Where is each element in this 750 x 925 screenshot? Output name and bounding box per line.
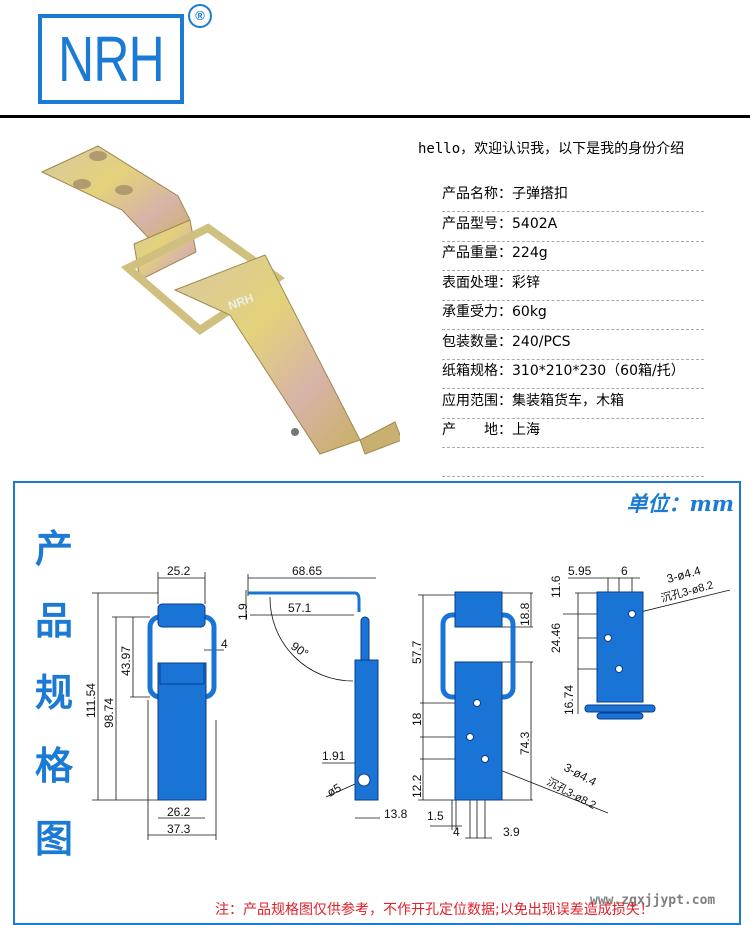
side-title-char: 规 [34, 671, 73, 715]
spec-empty-row [442, 447, 704, 477]
dim-label: 1.5 [427, 809, 444, 823]
plate-view [584, 591, 656, 720]
spec-value: 224g [512, 245, 548, 261]
spec-label: 产品名称： [442, 186, 512, 202]
logo-text: NRH [58, 23, 165, 95]
dim-label: 6 [621, 564, 628, 578]
spec-value: 5402A [512, 215, 558, 232]
side-title-char: 格 [34, 744, 73, 788]
spec-label: 应用范围： [442, 392, 512, 409]
spec-row: 产 地：上海 [442, 418, 704, 448]
dim-label: 11.6 [549, 575, 563, 598]
watermark: www.zgxjjypt.com [590, 893, 716, 908]
dim-label: 4 [453, 825, 460, 839]
spec-row: 纸箱规格：310*210*230（60箱/托） [442, 359, 704, 389]
dim-label: 13.8 [384, 807, 408, 821]
spec-value: 240/PCS [512, 333, 571, 350]
spec-value: 60kg [512, 304, 547, 320]
dim-label: 90° [288, 639, 311, 661]
dim-label: 111.54 [84, 683, 98, 718]
dim-label: 18 [410, 712, 424, 726]
dim-label: 12.2 [410, 774, 424, 798]
spec-label: 承重受力： [442, 304, 512, 320]
dim-label: 24.46 [549, 623, 563, 653]
spec-drawing-panel [13, 481, 741, 925]
spec-label: 纸箱规格： [442, 363, 512, 379]
spec-label: 表面处理： [442, 274, 512, 291]
spec-label: 产 地： [442, 422, 512, 438]
spec-row: 应用范围：集装箱货车，木箱 [442, 389, 704, 419]
dim-label: 1.91 [322, 749, 346, 763]
spec-label: 产品型号： [442, 215, 512, 232]
dim-label: 74.3 [518, 731, 532, 755]
spec-row: 产品型号：5402A [442, 212, 704, 242]
spec-row: 表面处理：彩锌 [442, 271, 704, 301]
disclaimer-note: 注：产品规格图仅供参考，不作开孔定位数据;以免出现误差造成损失！ [215, 902, 654, 918]
unit-label: 单位：mm [626, 491, 734, 516]
registered-mark: ® [188, 4, 212, 28]
spec-value: 上海 [512, 422, 540, 438]
dim-label: 57.1 [288, 601, 312, 615]
side-view [248, 591, 379, 801]
product-photo: NRH [40, 145, 400, 455]
header-divider [0, 115, 750, 118]
dim-label: 68.65 [292, 564, 322, 578]
spec-value: 子弹搭扣 [512, 186, 568, 202]
spec-label: 产品重量： [442, 245, 512, 261]
spec-value: 310*210*230（60箱/托） [512, 363, 685, 379]
side-title-char: 品 [34, 599, 73, 643]
dim-label: 57.7 [410, 640, 424, 664]
spec-label: 包装数量： [442, 333, 512, 350]
dim-label: 25.2 [167, 564, 191, 578]
side-title-char: 产 [34, 527, 73, 571]
spec-value: 彩锌 [512, 274, 540, 291]
spec-row: 承重受力：60kg [442, 300, 704, 330]
dim-label: 1.9 [236, 603, 250, 620]
dim-label: 16.74 [562, 685, 576, 715]
nrh-logo: NRH [38, 14, 184, 104]
dim-label: 26.2 [167, 805, 191, 819]
spec-row: 包装数量：240/PCS [442, 330, 704, 360]
dim-label: ø5 [325, 780, 344, 799]
side-title-char: 图 [34, 817, 73, 861]
front-view [147, 603, 217, 801]
dim-label: 18.8 [518, 602, 532, 626]
spec-value: 集装箱货车，木箱 [512, 392, 624, 409]
dim-label: 5.95 [568, 564, 592, 578]
back-view [440, 591, 516, 801]
spec-row: 产品名称：子弹搭扣 [442, 182, 704, 212]
dim-label: 4 [221, 637, 228, 651]
dim-label: 43.97 [119, 646, 133, 676]
spec-row: 产品重量：224g [442, 241, 704, 271]
dim-label: 98.74 [102, 698, 116, 728]
intro-text: hello，欢迎认识我，以下是我的身份介绍 [418, 141, 685, 157]
dim-label: 3.9 [503, 825, 520, 839]
dim-label: 37.3 [167, 822, 191, 836]
